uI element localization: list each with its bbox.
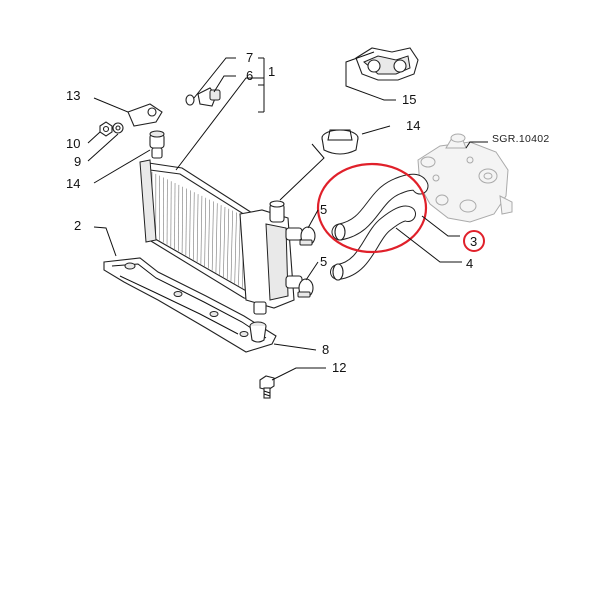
radiator-fin bbox=[181, 186, 184, 254]
radiator-fin bbox=[200, 195, 203, 265]
lower-support-bracket bbox=[103, 257, 277, 353]
temperature-sensor-6 bbox=[197, 87, 221, 107]
radiator-cap bbox=[321, 129, 359, 155]
hose-clip bbox=[355, 47, 419, 81]
radiator-fin bbox=[211, 201, 214, 271]
label-part-11: 12 bbox=[332, 360, 346, 375]
washer-9 bbox=[112, 122, 124, 134]
rubber-grommet bbox=[249, 321, 267, 343]
label-part-7: 7 bbox=[246, 50, 253, 65]
radiator-core bbox=[139, 159, 261, 301]
label-part-1: 1 bbox=[268, 64, 275, 79]
radiator-fin bbox=[185, 188, 187, 256]
radiator-fin bbox=[178, 184, 180, 252]
label-part-4: 4 bbox=[466, 256, 473, 271]
bracket-12 bbox=[127, 103, 163, 127]
label-part-5a: 5 bbox=[320, 202, 327, 217]
hose-clamp-upper bbox=[299, 226, 316, 246]
radiator-fin bbox=[196, 194, 199, 262]
label-part-6: 6 bbox=[246, 68, 253, 83]
hose-clamp-lower bbox=[297, 278, 314, 298]
label-part-15: 15 bbox=[402, 92, 416, 107]
radiator-fin bbox=[223, 206, 226, 278]
label-part-9: 9 bbox=[74, 154, 81, 169]
radiator-fin bbox=[238, 214, 241, 286]
label-part-13: 14 bbox=[66, 176, 80, 191]
label-part-14: 14 bbox=[406, 118, 420, 133]
part-3-highlight-circle bbox=[463, 230, 485, 252]
radiator-fin bbox=[204, 197, 207, 267]
radiator-fin bbox=[219, 205, 222, 275]
radiator-fin bbox=[234, 212, 237, 284]
label-part-3: 3 bbox=[470, 234, 477, 249]
radiator-fin bbox=[208, 199, 210, 269]
label-part-10: 10 bbox=[66, 136, 80, 151]
radiator-side-tank bbox=[239, 200, 303, 315]
o-ring-7 bbox=[185, 94, 195, 106]
label-part-12: 13 bbox=[66, 88, 80, 103]
label-part-2: 2 bbox=[74, 218, 81, 233]
label-part-5b: 5 bbox=[320, 254, 327, 269]
label-part-8: 8 bbox=[322, 342, 329, 357]
leader-lines bbox=[87, 51, 488, 381]
radiator-fin bbox=[230, 210, 233, 282]
radiator-fin bbox=[215, 203, 218, 273]
rubber-mount-13 bbox=[149, 130, 165, 159]
thermostat-housing bbox=[417, 133, 513, 223]
reference-code: SGR.10402 bbox=[492, 133, 550, 145]
lower-radiator-hose-4 bbox=[330, 205, 416, 281]
nut-10 bbox=[99, 121, 113, 137]
radiator-fin bbox=[189, 190, 191, 258]
highlight-ellipse bbox=[316, 162, 428, 254]
radiator-fin bbox=[193, 192, 195, 260]
bolt bbox=[259, 375, 275, 399]
radiator-fin bbox=[226, 208, 230, 280]
